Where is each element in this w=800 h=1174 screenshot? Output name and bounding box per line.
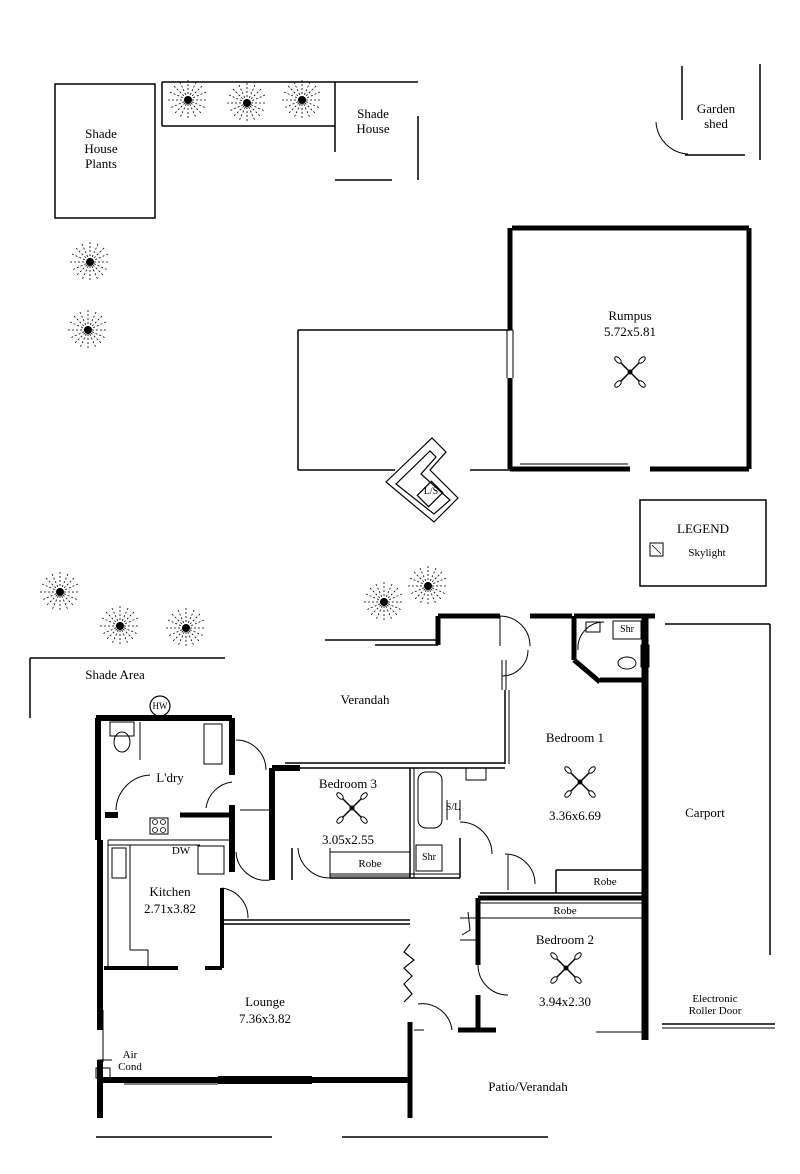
bedroom3-size: 3.05x2.55 (322, 832, 374, 847)
shade-area-outline (29, 657, 225, 718)
legend-skylight-label: Skylight (688, 547, 726, 559)
verandah-label: Verandah (340, 692, 390, 707)
air-cond-label: Air Cond (118, 1049, 142, 1073)
garden-shed-label: Garden shed (696, 101, 736, 131)
bedroom2-size: 3.94x2.30 (539, 994, 591, 1009)
toilet-icon (617, 656, 637, 670)
house-walls (95, 613, 775, 1138)
toilet-icon (113, 731, 131, 753)
rumpus-room-walls (297, 225, 752, 472)
bedroom3-robe-label: Robe (358, 858, 382, 870)
garden-shed-outline (655, 64, 761, 160)
shade-area-label: Shade Area (85, 667, 145, 682)
laundry-sink-unit (385, 437, 459, 523)
laundry-label: L'dry (156, 770, 184, 785)
dishwasher-label: DW (171, 845, 191, 857)
legend-title: LEGEND (677, 521, 729, 536)
shrub-icon (39, 565, 449, 649)
kitchen-size: 2.71x3.82 (144, 901, 196, 916)
carport-label: Carport (685, 805, 725, 820)
ceiling-fan-icon (562, 764, 598, 800)
rumpus-size: 5.72x5.81 (604, 324, 656, 339)
kitchen-name: Kitchen (149, 884, 191, 899)
shade-house-plants-label: Shade House Plants (84, 126, 118, 171)
shrub-icon (67, 241, 111, 351)
patio-verandah-label: Patio/Verandah (488, 1079, 568, 1094)
ls-label: L/S (423, 486, 439, 497)
hw-label: HW (152, 701, 168, 711)
legend-box (639, 499, 767, 587)
skylight-icon (649, 542, 664, 557)
stove-icon (149, 817, 169, 835)
bathtub-icon (417, 771, 443, 829)
bedroom1-size: 3.36x6.69 (549, 808, 601, 823)
ceiling-fan-icon (612, 354, 648, 390)
electronic-roller-door-label: Electronic Roller Door (688, 993, 742, 1017)
bedroom1-name: Bedroom 1 (545, 730, 605, 745)
ceiling-fan-icon (334, 790, 370, 826)
shrub-icon (167, 79, 323, 124)
rumpus-name: Rumpus (608, 308, 652, 323)
lounge-size: 7.36x3.82 (239, 1011, 291, 1026)
hw-unit (149, 695, 171, 717)
bedroom3-name: Bedroom 3 (318, 776, 378, 791)
ceiling-fan-icon (548, 950, 584, 986)
shade-house-plants-box (54, 83, 156, 219)
bathroom-shower-label: Shr (422, 852, 436, 863)
shade-house-outline (161, 81, 419, 181)
shade-house-label: Shade House (356, 106, 390, 136)
bedroom1-robe-label: Robe (593, 876, 617, 888)
lounge-name: Lounge (245, 994, 285, 1009)
bedroom2-robe-label: Robe (553, 905, 577, 917)
ensuite-shower-label: Shr (620, 624, 634, 635)
bedroom2-name: Bedroom 2 (535, 932, 595, 947)
skylight-bath-label: S/L (445, 802, 461, 813)
